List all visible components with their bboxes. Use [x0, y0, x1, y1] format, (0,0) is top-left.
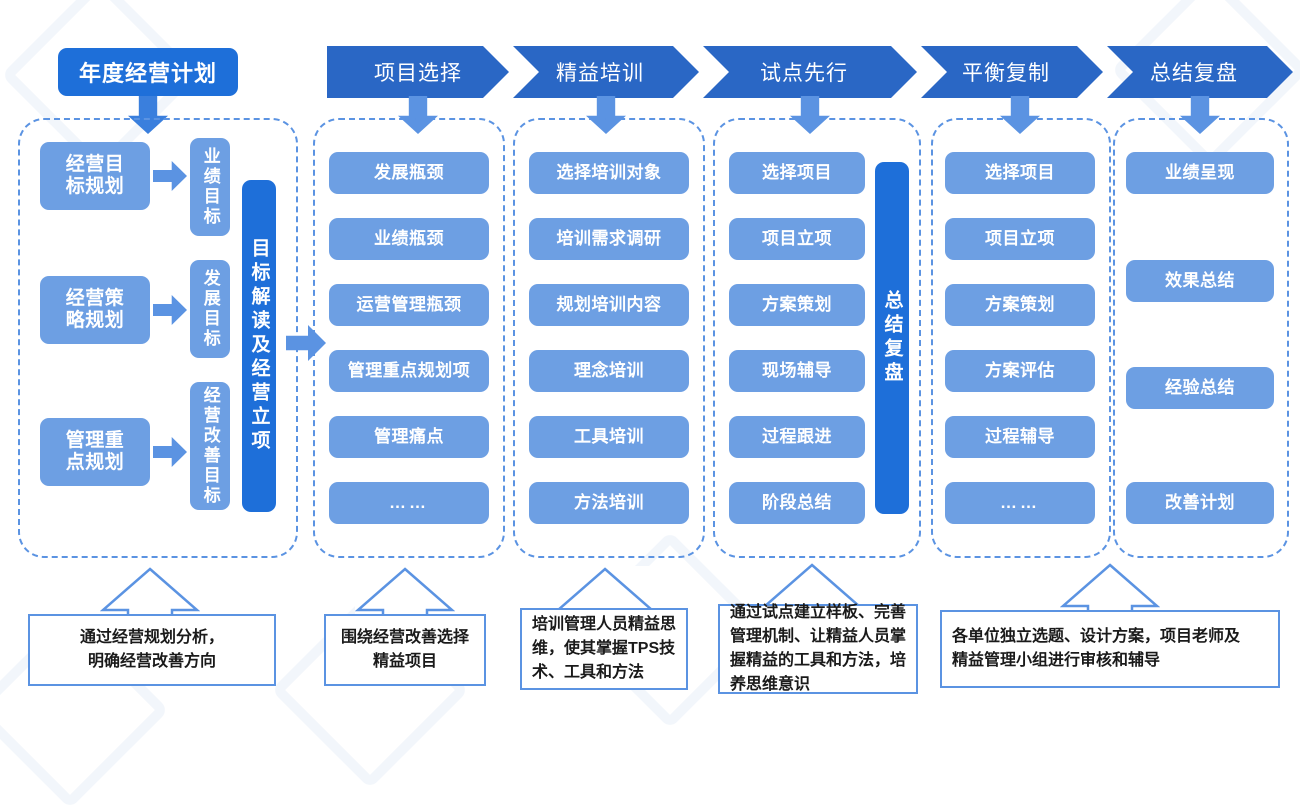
plan-box-3[interactable]: 管理重 点规划 — [40, 418, 150, 486]
list-item[interactable]: 项目立项 — [729, 218, 865, 260]
list-item[interactable]: 项目立项 — [945, 218, 1095, 260]
list-item[interactable]: 过程跟进 — [729, 416, 865, 458]
list-item[interactable]: 阶段总结 — [729, 482, 865, 524]
list-item[interactable]: 培训需求调研 — [529, 218, 689, 260]
goal-box-2[interactable]: 发展目标 — [190, 260, 230, 358]
list-item[interactable]: 方案评估 — [945, 350, 1095, 392]
phase-label-3: 试点先行 — [760, 62, 848, 85]
list-item[interactable]: 选择项目 — [945, 152, 1095, 194]
list-item[interactable]: 业绩瓶颈 — [329, 218, 489, 260]
column-pilot-first: 选择项目 项目立项 方案策划 现场辅导 过程跟进 阶段总结 总结复盘 — [713, 118, 921, 558]
phase-chevron-2[interactable]: 精益培训 — [513, 46, 699, 98]
phase-label-4: 平衡复制 — [962, 62, 1050, 85]
list-item[interactable]: …… — [945, 482, 1095, 524]
list-item[interactable]: 方法培训 — [529, 482, 689, 524]
list-item[interactable]: 现场辅导 — [729, 350, 865, 392]
column-annual-plan: 经营目 标规划 业绩目标 经营策 略规划 发展目标 管理重 点规划 经营改善目标… — [18, 118, 298, 558]
goal-box-1[interactable]: 业绩目标 — [190, 138, 230, 236]
right-arrow-icon — [153, 295, 187, 325]
title-box-label: 年度经营计划 — [78, 61, 217, 86]
list-item[interactable]: 选择培训对象 — [529, 152, 689, 194]
column-project-selection: 发展瓶颈 业绩瓶颈 运营管理瓶颈 管理重点规划项 管理痛点 …… — [313, 118, 505, 558]
summary-bar-annual-plan[interactable]: 目标解读及经营立项 — [242, 180, 276, 512]
caption-project-selection: 围绕经营改善选择 精益项目 — [324, 614, 486, 686]
right-arrow-icon — [153, 437, 187, 467]
list-item[interactable]: 理念培训 — [529, 350, 689, 392]
caption-pilot-first: 通过试点建立样板、完善 管理机制、让精益人员掌 握精益的工具和方法，培 养思维意… — [718, 604, 918, 694]
list-item[interactable]: 过程辅导 — [945, 416, 1095, 458]
list-item[interactable]: 发展瓶颈 — [329, 152, 489, 194]
phase-chevron-5[interactable]: 总结复盘 — [1107, 46, 1293, 98]
caption-annual-plan: 通过经营规划分析， 明确经营改善方向 — [28, 614, 276, 686]
list-item[interactable]: 方案策划 — [729, 284, 865, 326]
column-lean-training: 选择培训对象 培训需求调研 规划培训内容 理念培训 工具培训 方法培训 — [513, 118, 705, 558]
phase-chevron-3[interactable]: 试点先行 — [703, 46, 917, 98]
list-item[interactable]: 效果总结 — [1126, 260, 1274, 302]
phase-label-1: 项目选择 — [374, 62, 462, 85]
list-item[interactable]: 管理重点规划项 — [329, 350, 489, 392]
list-item[interactable]: 业绩呈现 — [1126, 152, 1274, 194]
goal-box-3[interactable]: 经营改善目标 — [190, 382, 230, 510]
list-item[interactable]: 经验总结 — [1126, 367, 1274, 409]
phase-chevron-1[interactable]: 项目选择 — [327, 46, 509, 98]
phase-label-5: 总结复盘 — [1150, 62, 1238, 85]
list-item[interactable]: 工具培训 — [529, 416, 689, 458]
caption-lean-training: 培训管理人员精益思 维，使其掌握TPS技 术、工具和方法 — [520, 608, 688, 690]
list-item[interactable]: 规划培训内容 — [529, 284, 689, 326]
plan-box-1[interactable]: 经营目 标规划 — [40, 142, 150, 210]
plan-box-2[interactable]: 经营策 略规划 — [40, 276, 150, 344]
list-item[interactable]: 管理痛点 — [329, 416, 489, 458]
column-balanced-replication: 选择项目 项目立项 方案策划 方案评估 过程辅导 …… — [931, 118, 1111, 558]
up-arrow-icon — [1060, 562, 1160, 620]
right-arrow-icon — [153, 161, 187, 191]
list-item[interactable]: …… — [329, 482, 489, 524]
summary-bar-pilot[interactable]: 总结复盘 — [875, 162, 909, 514]
list-item[interactable]: 方案策划 — [945, 284, 1095, 326]
caption-replication-summary: 各单位独立选题、设计方案，项目老师及 精益管理小组进行审核和辅导 — [940, 610, 1280, 688]
column-summary-review: 业绩呈现 效果总结 经验总结 改善计划 — [1113, 118, 1289, 558]
list-item[interactable]: 改善计划 — [1126, 482, 1274, 524]
list-item[interactable]: 选择项目 — [729, 152, 865, 194]
list-item[interactable]: 运营管理瓶颈 — [329, 284, 489, 326]
up-arrow-icon — [100, 566, 200, 624]
title-box: 年度经营计划 — [58, 48, 238, 96]
phase-chevron-4[interactable]: 平衡复制 — [921, 46, 1103, 98]
phase-label-2: 精益培训 — [556, 62, 644, 85]
